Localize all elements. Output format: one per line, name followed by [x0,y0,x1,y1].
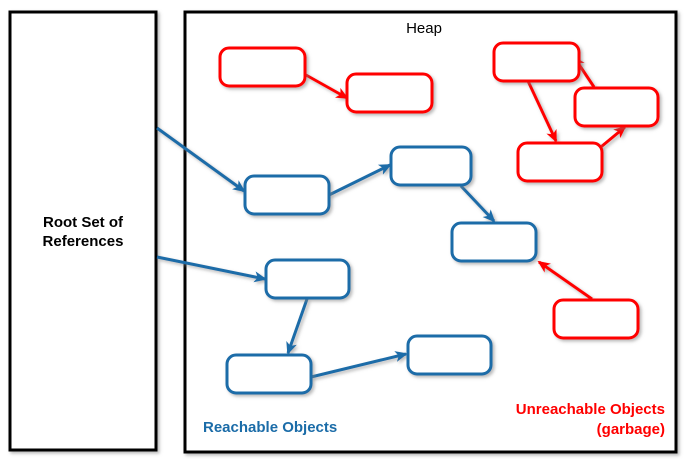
edge-garbage-6-to-reachable-3 [537,260,593,301]
legend-unreachable-objects-line1: Unreachable Objects [516,401,665,418]
object-node-garbage-1 [218,46,307,88]
edge-root-to-reachable-1 [156,126,246,193]
edge-reachable-5-to-reachable-6 [310,351,408,379]
edge-reachable-4-to-reachable-5 [286,298,309,355]
object-node-garbage-4 [573,86,660,128]
edge-garbage-1-to-garbage-2 [305,73,349,100]
root-set-panel [8,10,158,452]
object-node-garbage-3 [492,41,581,83]
object-node-reachable-6 [406,334,493,376]
heap-title-label: Heap [406,20,442,37]
legend-unreachable-objects-line2: (garbage) [597,421,665,438]
root-set-label-line1: Root Set of [43,214,124,231]
edge-garbage-3-to-garbage-5 [526,80,558,143]
object-layer [218,41,660,395]
object-node-garbage-2 [345,72,434,114]
object-node-reachable-1 [243,174,331,216]
edge-root-to-reachable-4 [156,255,267,283]
text-layer: Heap Root Set of References Reachable Ob… [43,20,665,438]
root-set-label-line2: References [43,233,124,250]
object-node-reachable-4 [264,258,351,300]
edge-reachable-2-to-reachable-3 [459,184,496,223]
object-node-garbage-6 [552,298,640,340]
object-node-reachable-5 [225,353,313,395]
legend-reachable-objects: Reachable Objects [203,419,337,436]
edge-layer [156,55,627,381]
object-node-reachable-3 [450,221,538,263]
edge-reachable-1-to-reachable-2 [328,163,392,197]
object-node-reachable-2 [389,145,473,187]
object-node-garbage-5 [516,141,604,183]
